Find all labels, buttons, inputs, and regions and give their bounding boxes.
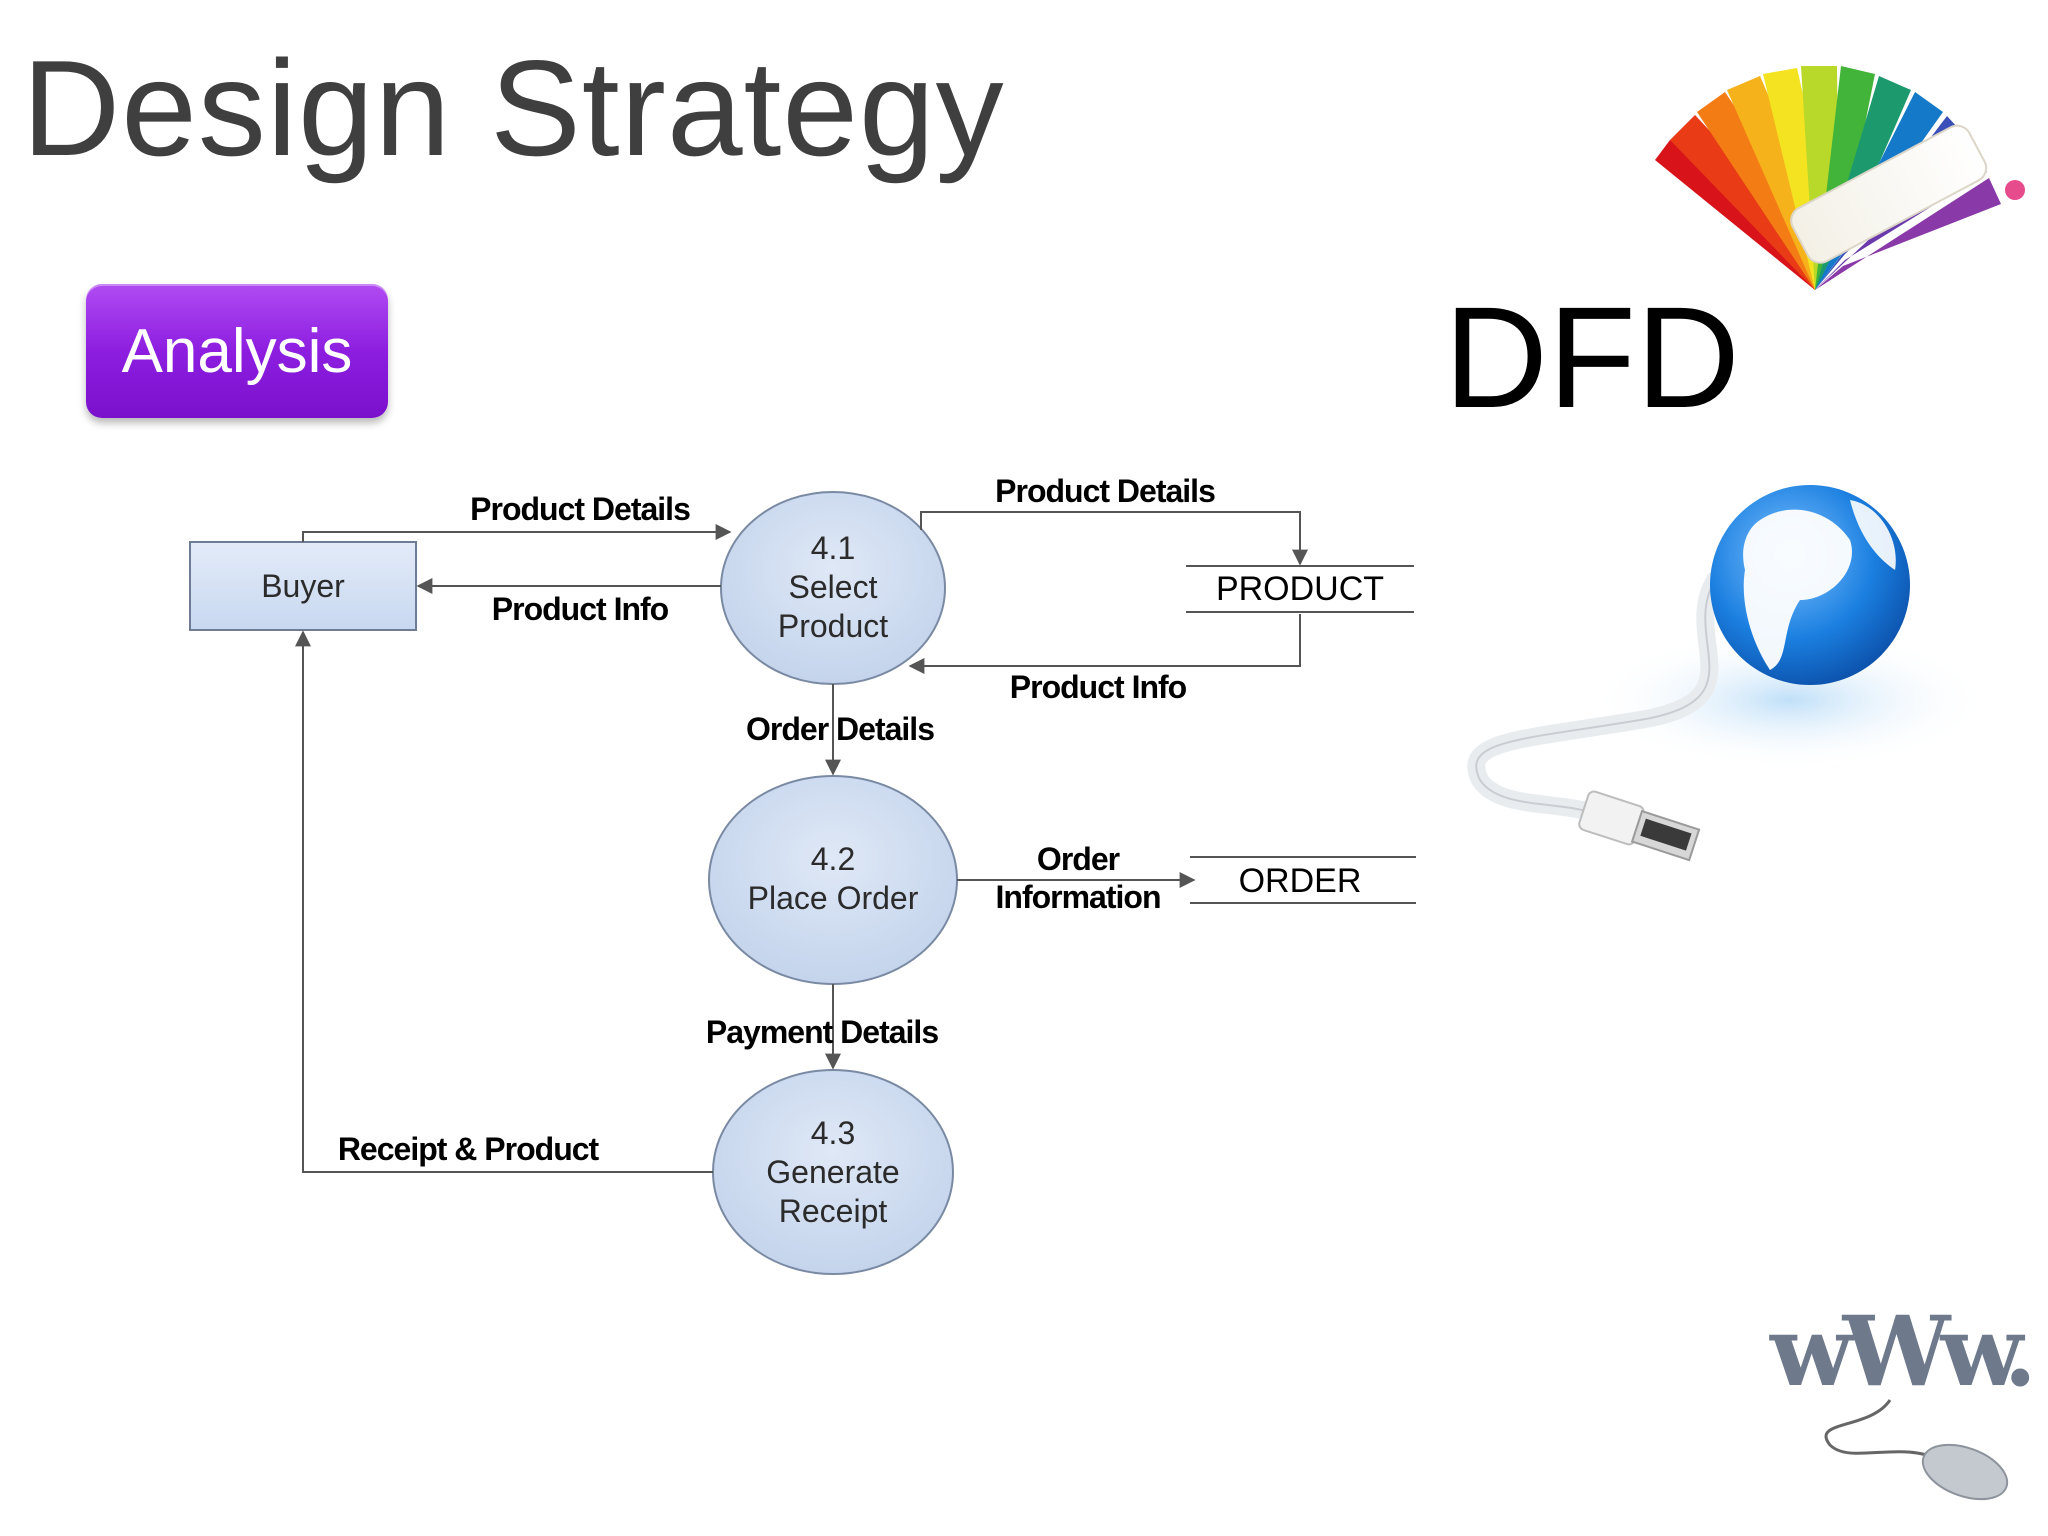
flow-select-to-buyer: Product Info bbox=[416, 578, 721, 627]
flow-label-product-details-store: Product Details bbox=[995, 473, 1215, 509]
flow-label-order: Order bbox=[1037, 841, 1120, 877]
process-4-2-name: Place Order bbox=[748, 880, 919, 916]
dfd-label: DFD bbox=[1444, 277, 1740, 438]
process-4-2-id: 4.2 bbox=[811, 841, 855, 877]
flow-label-information: Information bbox=[996, 879, 1161, 915]
data-store-order: ORDER bbox=[1190, 856, 1416, 904]
process-4-3-name-1: Generate bbox=[766, 1154, 899, 1190]
flow-place-to-order-store: Order Information bbox=[957, 841, 1196, 915]
process-4-1-name-2: Product bbox=[778, 608, 888, 644]
process-4-2: 4.2 Place Order bbox=[708, 775, 958, 985]
process-4-1-id: 4.1 bbox=[811, 530, 855, 566]
flow-select-to-place: Order Details bbox=[746, 684, 935, 776]
buyer-label: Buyer bbox=[261, 568, 345, 604]
flow-product-store-to-select: Product Info bbox=[908, 614, 1301, 705]
slide-title: Design Strategy bbox=[22, 32, 1005, 184]
flow-label-product-info: Product Info bbox=[492, 591, 669, 627]
process-4-1: 4.1 Select Product bbox=[720, 491, 946, 685]
analysis-badge: Analysis bbox=[86, 284, 388, 418]
process-4-3-id: 4.3 bbox=[811, 1115, 855, 1151]
flow-label-product-info-store: Product Info bbox=[1010, 669, 1187, 705]
flow-buyer-to-select: Product Details bbox=[302, 491, 732, 542]
flow-label-payment-details: Payment Details bbox=[706, 1014, 938, 1050]
flow-label-receipt-and-product: Receipt & Product bbox=[338, 1131, 600, 1167]
process-4-3: 4.3 Generate Receipt bbox=[712, 1069, 954, 1275]
flow-label-order-details: Order Details bbox=[746, 711, 934, 747]
flow-label-product-details: Product Details bbox=[470, 491, 690, 527]
data-store-product-label: PRODUCT bbox=[1216, 570, 1384, 608]
data-store-order-label: ORDER bbox=[1239, 862, 1362, 900]
flow-receipt-to-buyer: Receipt & Product bbox=[295, 630, 713, 1173]
data-store-product: PRODUCT bbox=[1186, 565, 1414, 613]
flow-place-to-receipt: Payment Details bbox=[706, 984, 939, 1070]
flow-select-to-product-store: Product Details bbox=[920, 473, 1308, 566]
process-4-3-name-2: Receipt bbox=[779, 1193, 888, 1229]
process-4-1-name-1: Select bbox=[789, 569, 878, 605]
buyer-entity: Buyer bbox=[189, 541, 417, 631]
